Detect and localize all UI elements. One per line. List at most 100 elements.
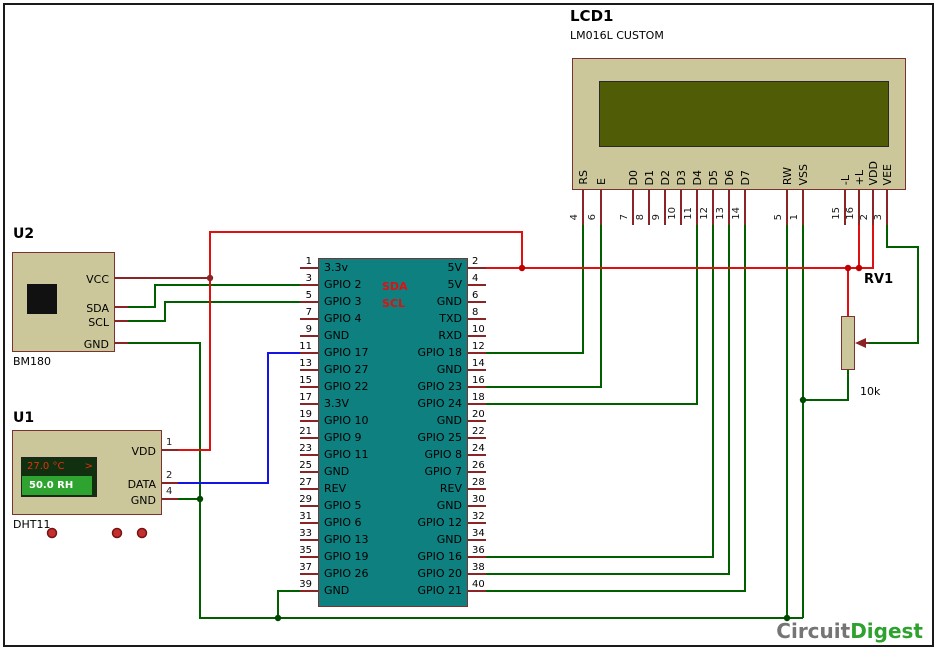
pin-num: 3 bbox=[305, 273, 312, 284]
pin-num: 30 bbox=[472, 494, 485, 505]
u1-body: 27.0 °C > 50.0 RH VDD DATA GND bbox=[12, 430, 162, 515]
pin-label: GPIO 22 bbox=[324, 380, 369, 393]
u1-display: 27.0 °C > 50.0 RH bbox=[21, 457, 97, 497]
pin-num: 33 bbox=[299, 528, 312, 539]
pin-label: GND bbox=[436, 499, 462, 512]
rpi-left-pin-numbers: 1 3 5 7 9 11 13 15 17 19 21 23 25 27 29 … bbox=[286, 256, 312, 599]
lcd-pin-num: 15 bbox=[831, 207, 842, 220]
lcd-screen bbox=[599, 81, 889, 147]
rpi-left-pin-labels: 3.3v GPIO 2 GPIO 3 GPIO 4 GND GPIO 17 GP… bbox=[324, 259, 394, 599]
pin-num: 19 bbox=[299, 409, 312, 420]
pin-num: 13 bbox=[299, 358, 312, 369]
lcd-model: LM016L CUSTOM bbox=[570, 29, 664, 42]
pin-num: 24 bbox=[472, 443, 485, 454]
u1-part: DHT11 bbox=[13, 518, 51, 531]
lcd-pin-label: VDD bbox=[867, 160, 880, 185]
pin-num: 11 bbox=[299, 341, 312, 352]
lcd-pin-num: 3 bbox=[873, 213, 884, 220]
lcd-pin-num: 13 bbox=[715, 207, 726, 220]
pin-num: 26 bbox=[472, 460, 485, 471]
lcd-ref: LCD1 bbox=[570, 7, 614, 25]
pin-label: TXD bbox=[439, 312, 462, 325]
u1-display-cursor: > bbox=[84, 461, 93, 472]
border-frame bbox=[3, 3, 934, 647]
lcd-pin-num: 2 bbox=[859, 213, 870, 220]
pin-label: GND bbox=[324, 329, 350, 342]
logo-circuit: Circuit bbox=[776, 619, 851, 643]
u1-pin-num: 2 bbox=[166, 470, 173, 481]
lcd-pin-label: VSS bbox=[797, 163, 810, 186]
lcd-pin-label: D5 bbox=[707, 169, 720, 185]
pin-num: 17 bbox=[299, 392, 312, 403]
pin-num: 8 bbox=[472, 307, 479, 318]
pin-label: REV bbox=[324, 482, 347, 495]
pin-num: 22 bbox=[472, 426, 485, 437]
pin-label: GPIO 2 bbox=[324, 278, 362, 291]
lcd-pin-num: 10 bbox=[667, 207, 678, 220]
lcd-pin-label: D1 bbox=[643, 169, 656, 185]
pin-label: GND bbox=[436, 363, 462, 376]
pin-label: GPIO 24 bbox=[417, 397, 462, 410]
u1-pin-num: 4 bbox=[166, 486, 173, 497]
lcd-pin-num: 11 bbox=[683, 207, 694, 220]
pin-num: 4 bbox=[472, 273, 479, 284]
pin-label: GPIO 9 bbox=[324, 431, 362, 444]
lcd-pin-num: 8 bbox=[635, 213, 646, 220]
pin-label: GPIO 3 bbox=[324, 295, 362, 308]
lcd-pin-label: D0 bbox=[627, 169, 640, 185]
rpi-right-pin-labels: 5V 5V GND TXD RXD GPIO 18 GND GPIO 23 GP… bbox=[392, 259, 462, 599]
pin-label: 5V bbox=[447, 278, 462, 291]
lcd-pin-label: VEE bbox=[881, 163, 894, 185]
lcd-pin-num: 4 bbox=[569, 213, 580, 220]
u2-pin-scl: SCL bbox=[88, 316, 109, 329]
u1-pin-vdd: VDD bbox=[131, 445, 156, 458]
circuitdigest-logo: CircuitDigest bbox=[776, 619, 923, 643]
logo-digest: Digest bbox=[850, 619, 923, 643]
pin-num: 16 bbox=[472, 375, 485, 386]
lcd-pin-label: D7 bbox=[739, 169, 752, 185]
pin-label: GPIO 27 bbox=[324, 363, 369, 376]
pin-label: GPIO 16 bbox=[417, 550, 462, 563]
pin-label: GPIO 4 bbox=[324, 312, 362, 325]
lcd-pin-num: 7 bbox=[619, 213, 630, 220]
pin-num: 20 bbox=[472, 409, 485, 420]
lcd-pin-label: D4 bbox=[691, 169, 704, 185]
pin-label: GPIO 23 bbox=[417, 380, 462, 393]
pin-label: GPIO 5 bbox=[324, 499, 362, 512]
pin-num: 35 bbox=[299, 545, 312, 556]
pin-label: 3.3v bbox=[324, 261, 349, 274]
lcd-pin-num: 12 bbox=[699, 207, 710, 220]
pin-label: GND bbox=[436, 414, 462, 427]
pin-num: 39 bbox=[299, 579, 312, 590]
u2-pin-vcc: VCC bbox=[86, 273, 109, 286]
lcd-pin-num: 14 bbox=[731, 207, 742, 220]
pin-label: GPIO 26 bbox=[324, 567, 369, 580]
lcd-pin-label: +L bbox=[853, 169, 866, 185]
pin-label: GPIO 19 bbox=[324, 550, 369, 563]
pin-label: GPIO 6 bbox=[324, 516, 362, 529]
pin-num: 23 bbox=[299, 443, 312, 454]
pin-num: 12 bbox=[472, 341, 485, 352]
pin-label: 5V bbox=[447, 261, 462, 274]
u1-pin-data: DATA bbox=[127, 478, 156, 491]
pin-num: 6 bbox=[472, 290, 479, 301]
pin-label: GPIO 8 bbox=[424, 448, 462, 461]
pin-label: GPIO 11 bbox=[324, 448, 369, 461]
pin-label: 3.3V bbox=[324, 397, 350, 410]
lcd-body bbox=[572, 58, 906, 190]
pin-label: REV bbox=[439, 482, 462, 495]
pin-label: GPIO 25 bbox=[417, 431, 462, 444]
pin-label: GPIO 18 bbox=[417, 346, 462, 359]
u1-temperature-readout: 27.0 °C > bbox=[22, 458, 96, 476]
pin-label: GND bbox=[324, 584, 350, 597]
rv1-value: 10k bbox=[860, 385, 881, 398]
pin-label: GPIO 12 bbox=[417, 516, 462, 529]
pin-num: 36 bbox=[472, 545, 485, 556]
lcd-pin-num: 16 bbox=[845, 207, 856, 220]
lcd-pin-label: D3 bbox=[675, 169, 688, 185]
u2-chip-square bbox=[27, 284, 57, 314]
u2-pin-sda: SDA bbox=[86, 302, 109, 315]
pin-num: 1 bbox=[305, 256, 312, 267]
lcd-pin-num: 5 bbox=[773, 213, 784, 220]
